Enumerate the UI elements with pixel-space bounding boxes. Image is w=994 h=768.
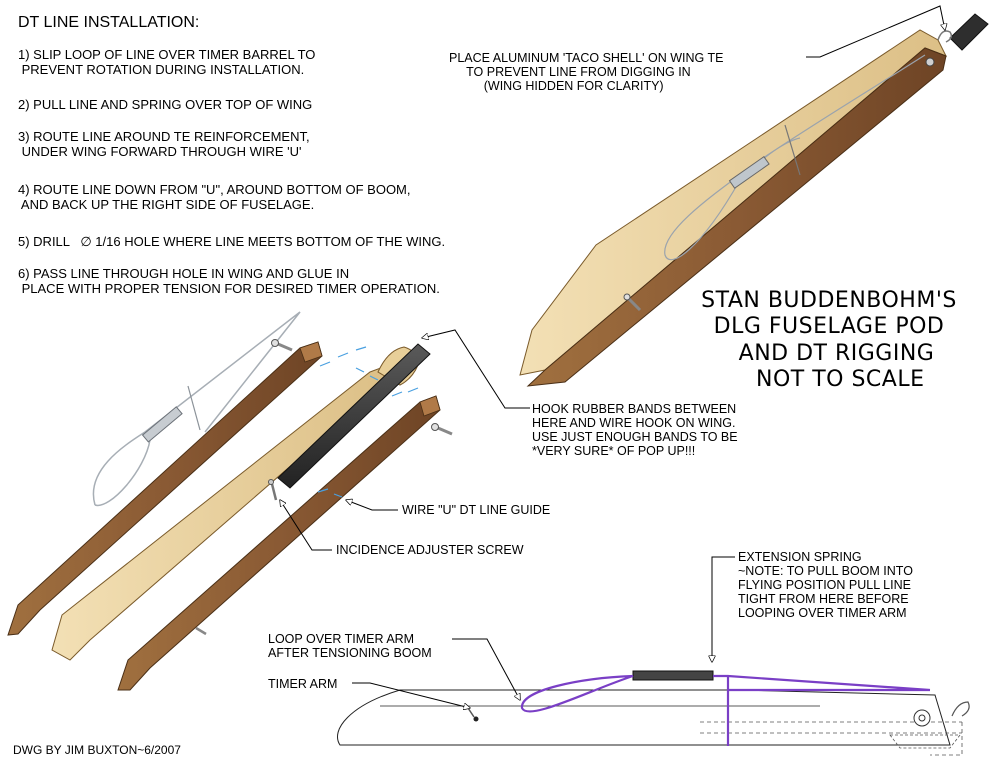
step-3: 3) ROUTE LINE AROUND TE REINFORCEMENT, U… [18,129,310,159]
leader-extension-spring [712,556,735,662]
leader-rubber-bands [422,329,530,409]
exploded-screw-top [271,339,293,352]
step-1: 1) SLIP LOOP OF LINE OVER TIMER BARREL T… [18,47,316,77]
step-2: 2) PULL LINE AND SPRING OVER TOP OF WING [18,97,313,112]
side-view-wire-hook [951,701,970,717]
callout-rubber-bands: HOOK RUBBER BANDS BETWEEN HERE AND WIRE … [532,402,738,458]
leader-incidence-screw [280,500,332,551]
assembled-pod-wire-hook [937,30,953,43]
exploded-right-side-plate [117,395,441,691]
drawing-title: STAN BUDDENBOHM'S DLG FUSELAGE POD AND D… [701,288,957,393]
step-4: 4) ROUTE LINE DOWN FROM "U", AROUND BOTT… [18,182,411,212]
side-view [337,670,970,756]
exploded-boom-tube [277,343,431,489]
leader-timer-arm [352,682,470,708]
exploded-screw-right [431,423,453,436]
assembled-pod-spring [728,155,770,189]
exploded-spring-and-line [92,311,301,506]
callout-taco-shell: PLACE ALUMINUM 'TACO SHELL' ON WING TE T… [449,51,724,93]
exploded-left-side-plate [7,341,323,636]
assembled-pod-wire-u [784,124,801,176]
callout-extension-spring: EXTENSION SPRING ~NOTE: TO PULL BOOM INT… [738,550,913,620]
callout-wire-u: WIRE "U" DT LINE GUIDE [402,503,551,517]
page-heading: DT LINE INSTALLATION: [18,14,200,31]
leader-wire-u [346,500,398,511]
step-6: 6) PASS LINE THROUGH HOLE IN WING AND GL… [18,266,440,296]
leader-taco-shell [806,5,945,58]
assembled-pod [519,13,989,387]
assembled-pod-screw [623,293,642,312]
leader-loop-timer-arm [452,638,520,700]
assembled-pod-pivot [925,57,935,67]
side-view-lower-fairing [889,734,961,749]
side-view-boom-outline [700,721,963,756]
callout-loop-timer-arm: LOOP OVER TIMER ARM AFTER TENSIONING BOO… [268,632,432,660]
exploded-guide-dashes [317,346,419,498]
side-view-dt-line [520,674,931,746]
exploded-incidence-screw [268,479,278,501]
step-5: 5) DRILL ∅ 1/16 HOLE WHERE LINE MEETS BO… [18,234,446,249]
callout-timer-arm: TIMER ARM [268,677,338,691]
assembled-pod-boom [949,13,989,51]
leader-lines [280,5,945,708]
callout-incidence-screw: INCIDENCE ADJUSTER SCREW [336,543,524,557]
drawing-credit: DWG BY JIM BUXTON~6/2007 [13,743,181,757]
exploded-pin [195,626,207,636]
side-view-extension-spring [632,670,714,681]
